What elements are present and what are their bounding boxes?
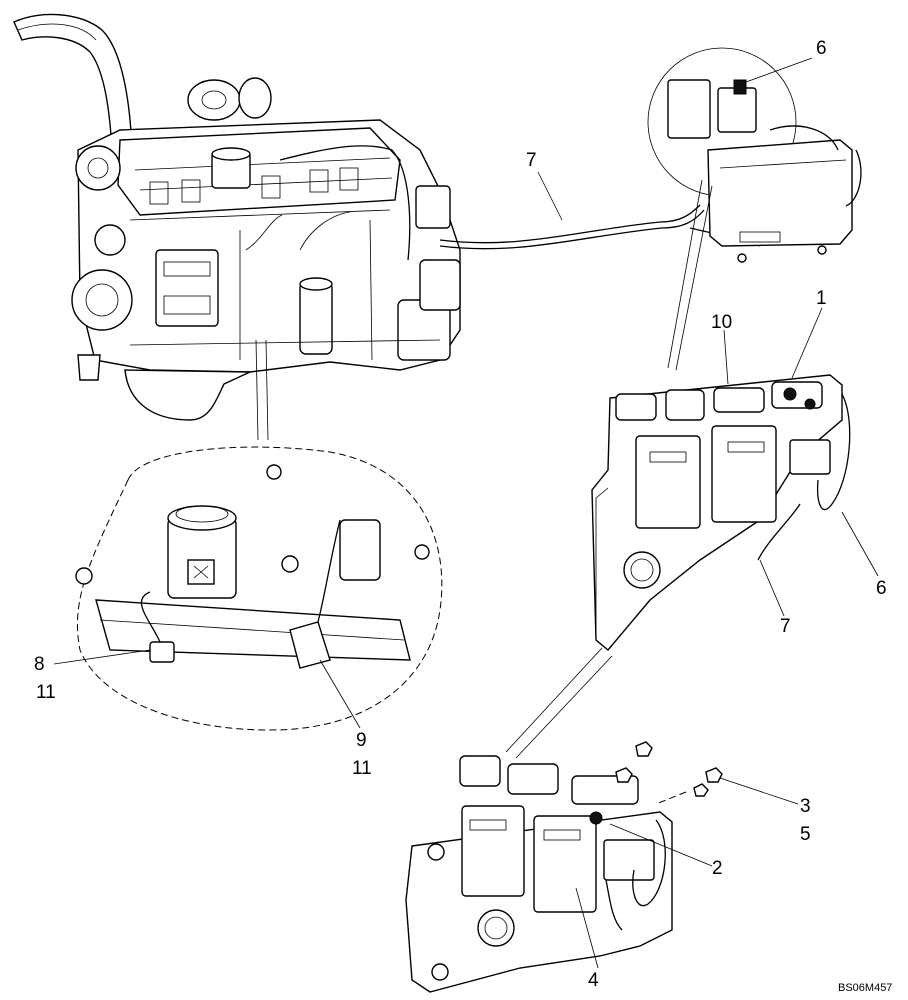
engine-assembly [13, 13, 461, 421]
callout-leaders [53, 57, 879, 969]
relay-panel-exploded [405, 741, 723, 993]
reference-code: BS06M457 [838, 982, 892, 994]
nut-hardware [615, 741, 723, 797]
battery-relay-detail [647, 47, 862, 263]
callout-5: 5 [800, 824, 811, 845]
callout-7-top: 7 [526, 150, 537, 171]
callout-11-left: 11 [36, 682, 56, 703]
callout-3: 3 [800, 796, 811, 817]
callout-2: 2 [712, 858, 723, 879]
engine-sensor-detail [75, 339, 443, 731]
callout-6-right: 6 [876, 578, 887, 599]
callout-9: 9 [356, 730, 367, 751]
callout-4: 4 [588, 970, 599, 991]
callout-10: 10 [711, 312, 732, 333]
callout-8: 8 [34, 654, 45, 675]
callout-7-mid: 7 [780, 616, 791, 637]
callout-6-top: 6 [816, 38, 827, 59]
callout-1: 1 [816, 288, 827, 309]
relay-panel-installed [591, 374, 851, 651]
callout-11-bottom: 11 [352, 758, 372, 779]
